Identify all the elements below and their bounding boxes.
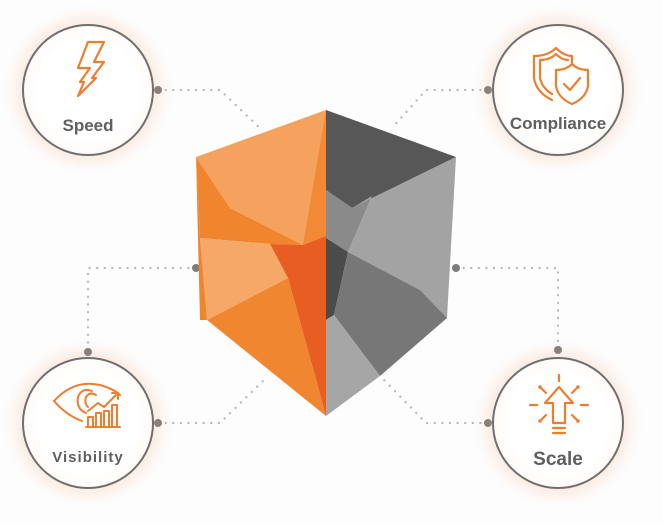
- node-speed[interactable]: Speed: [22, 24, 154, 156]
- connector-dot: [484, 86, 492, 94]
- connector-dot: [84, 348, 92, 356]
- connector-dot: [154, 419, 162, 427]
- shield-check-icon: [532, 46, 590, 106]
- eye-chart-icon: [53, 382, 121, 428]
- connector-dot: [192, 264, 200, 272]
- node-label-compliance: Compliance: [509, 114, 607, 133]
- connector-visibility-right: [156, 378, 266, 425]
- connector-scale-left: [382, 378, 490, 425]
- connector-dot: [452, 264, 460, 272]
- node-label-scale: Scale: [533, 449, 583, 470]
- node-visibility[interactable]: Visibility: [22, 357, 154, 489]
- node-scale[interactable]: Scale: [492, 357, 624, 489]
- lightning-bolt-icon: [76, 40, 106, 98]
- connector-dot: [484, 419, 492, 427]
- connector-compliance: [390, 88, 490, 130]
- connector-dot: [554, 346, 562, 354]
- connector-dot: [154, 86, 162, 94]
- node-label-speed: Speed: [62, 116, 114, 135]
- arrow-up-rays-icon: [528, 373, 590, 435]
- node-compliance[interactable]: Compliance: [492, 24, 624, 156]
- connector-speed: [156, 88, 264, 132]
- node-label-visibility: Visibility: [52, 449, 124, 466]
